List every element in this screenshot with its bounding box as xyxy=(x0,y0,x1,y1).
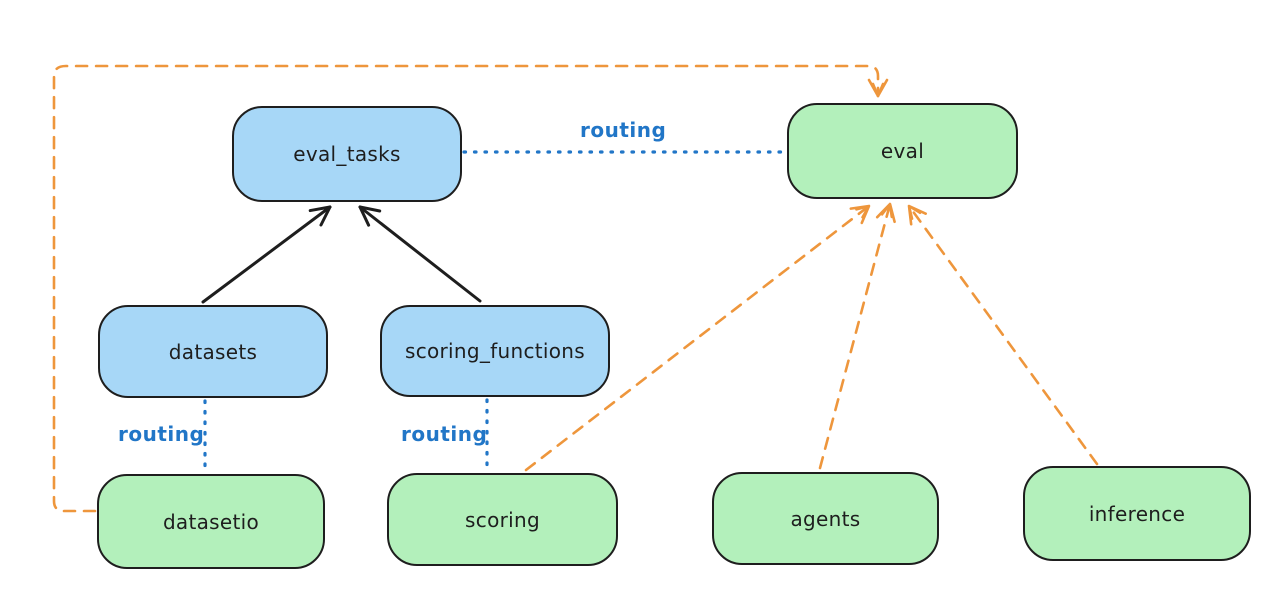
node-scoring-functions-label: scoring_functions xyxy=(404,339,586,363)
edge-datasets-to-eval-tasks xyxy=(201,205,332,304)
node-datasetio: datasetio xyxy=(97,474,325,569)
node-datasetio-label: datasetio xyxy=(162,509,260,534)
node-agents: agents xyxy=(712,472,939,565)
edge-scoring-to-eval xyxy=(524,204,871,472)
node-eval-tasks: eval_tasks xyxy=(232,106,462,202)
node-eval-tasks-label: eval_tasks xyxy=(293,142,401,166)
node-scoring: scoring xyxy=(387,473,618,566)
node-scoring-functions: scoring_functions xyxy=(380,305,610,397)
edge-datasetio-to-eval-loop xyxy=(52,64,889,513)
node-eval-label: eval xyxy=(880,139,925,163)
edge-scoring-functions-to-eval-tasks xyxy=(358,205,482,303)
node-inference-label: inference xyxy=(1088,501,1186,526)
node-datasets-label: datasets xyxy=(168,339,258,364)
node-agents-label: agents xyxy=(790,506,861,531)
edge-inference-to-eval xyxy=(907,204,1099,466)
edge-agents-to-eval xyxy=(818,202,896,470)
node-inference: inference xyxy=(1023,466,1251,561)
node-datasets: datasets xyxy=(98,305,328,398)
node-scoring-label: scoring xyxy=(465,507,540,532)
edge-label-routing-datasets-datasetio: routing xyxy=(118,422,205,446)
edge-label-routing-eval-tasks-eval: routing xyxy=(580,118,667,142)
node-eval: eval xyxy=(787,103,1018,199)
edge-label-routing-scoring-functions-scoring: routing xyxy=(401,422,488,446)
